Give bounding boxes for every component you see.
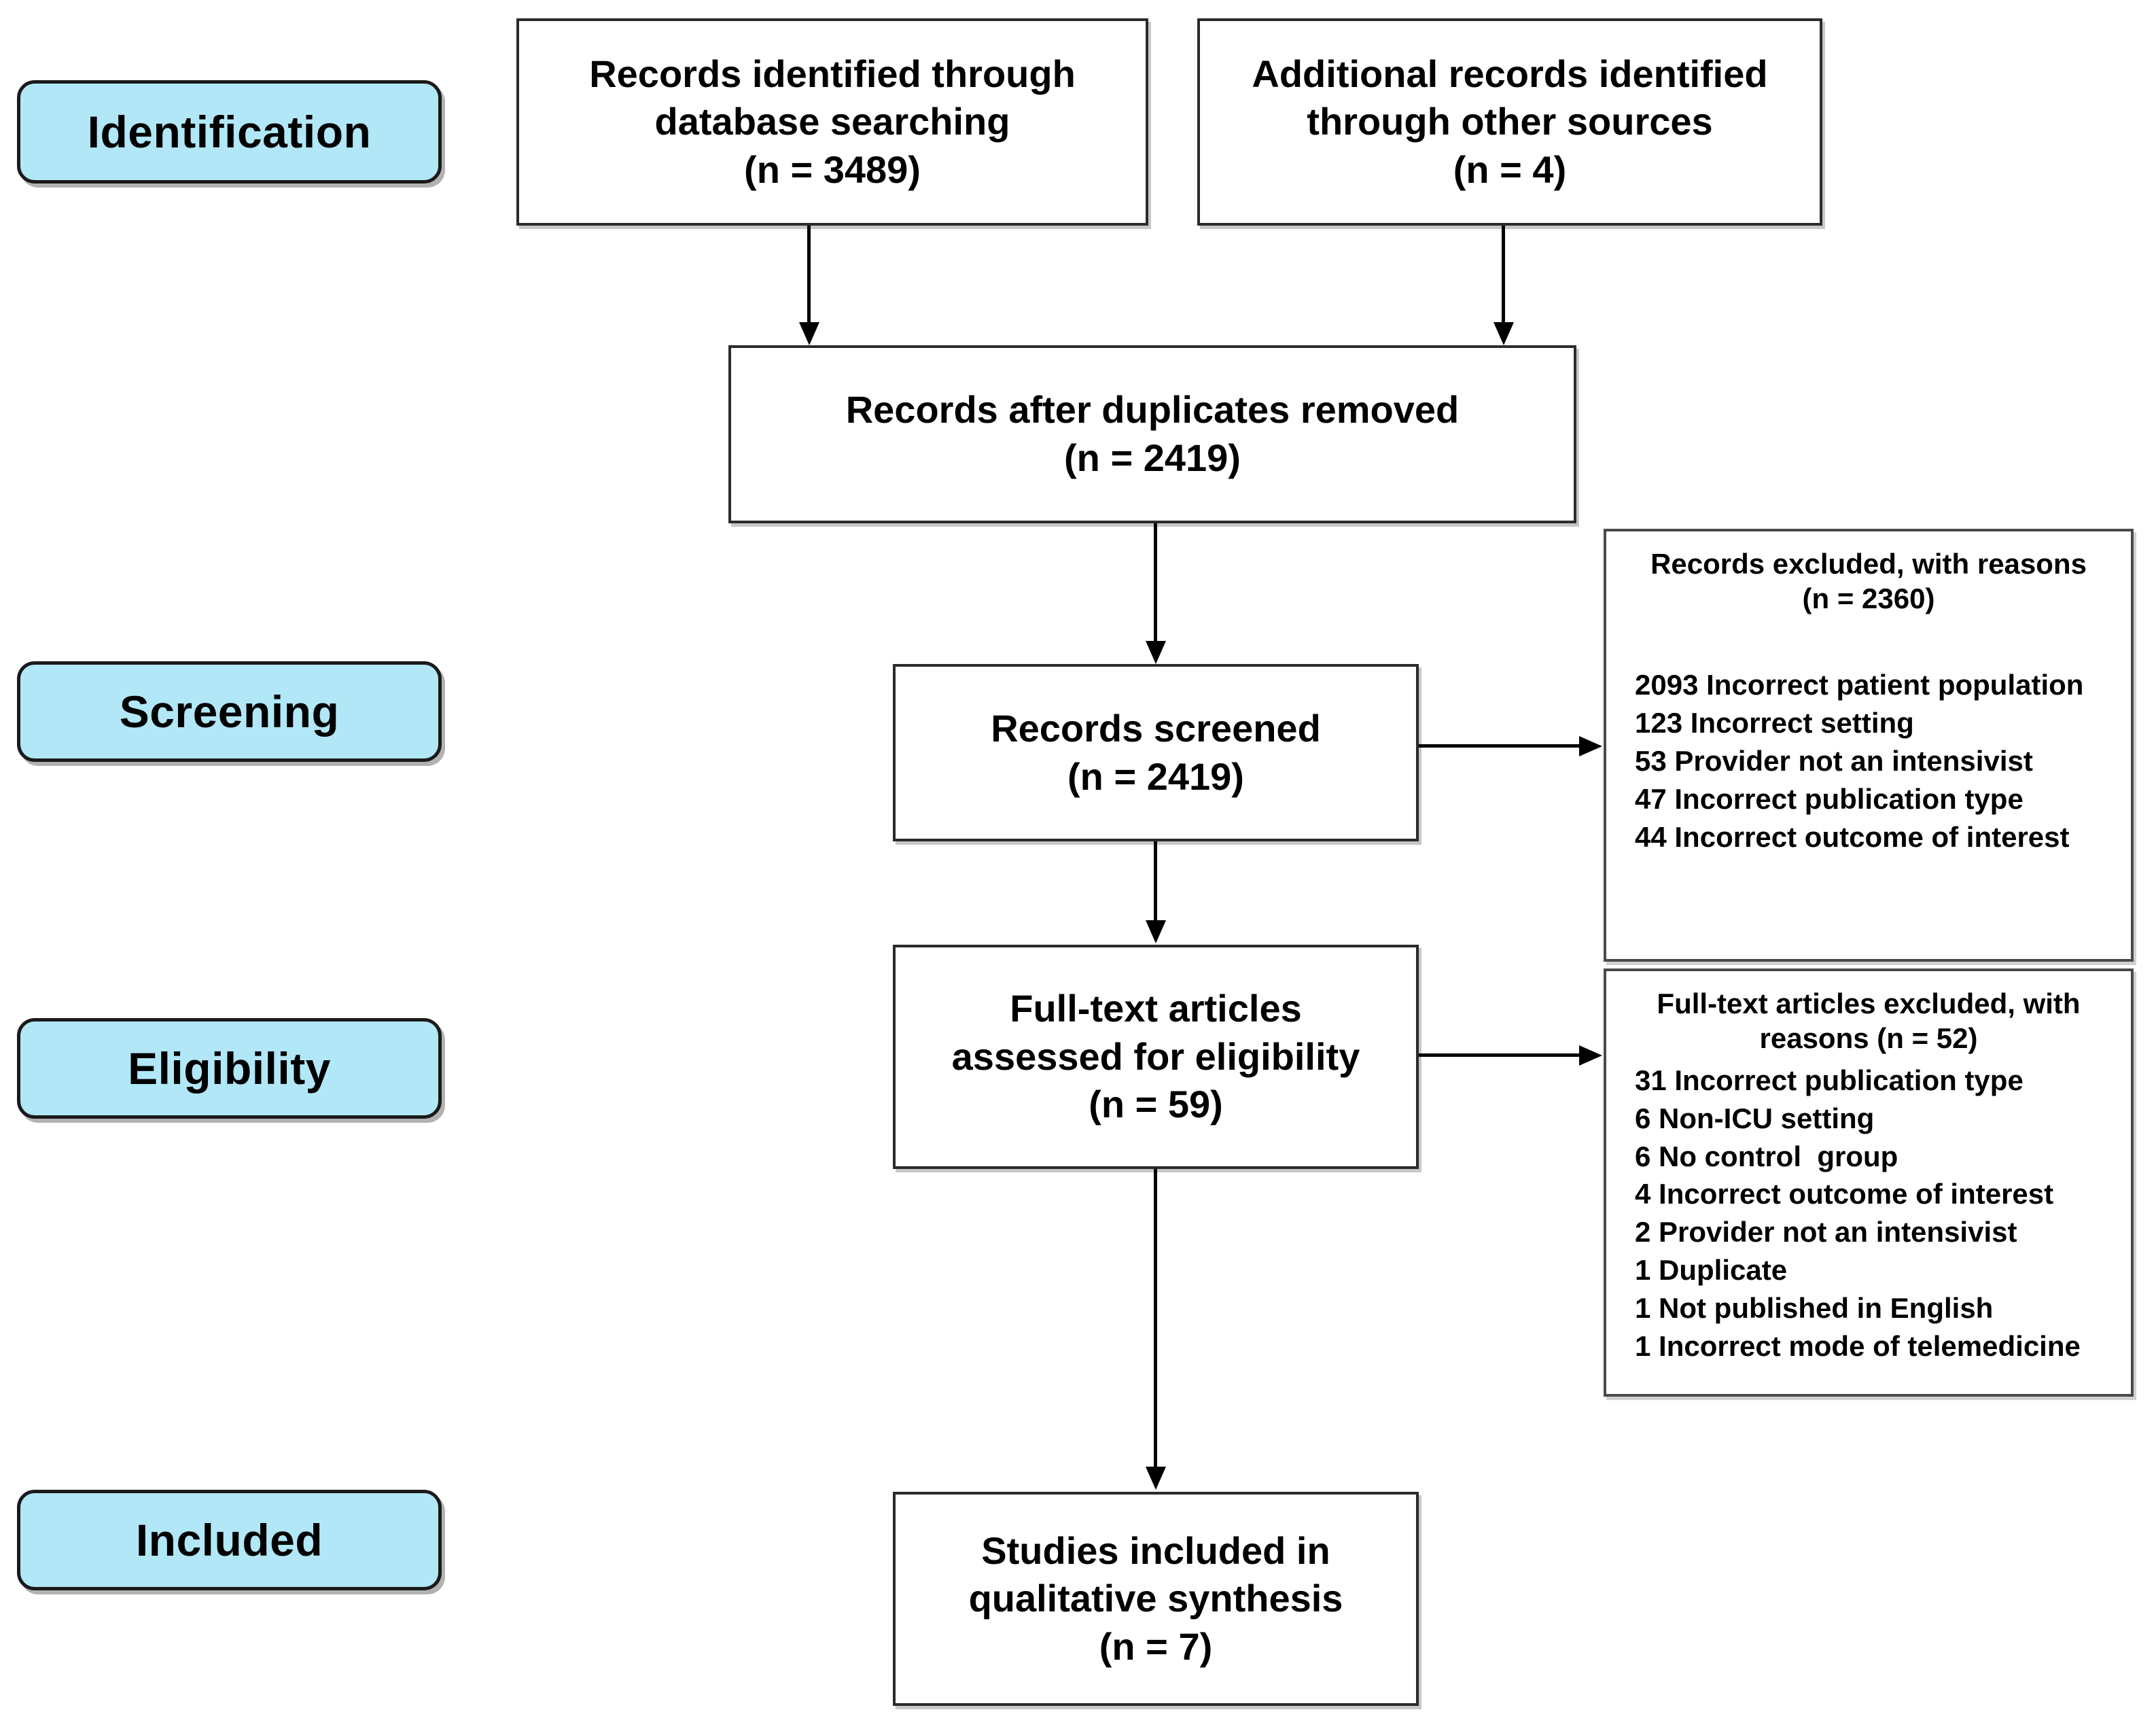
phase-label-included: Included xyxy=(17,1490,442,1590)
phase-label-screening: Screening xyxy=(17,661,442,762)
list-item: 6 Non-ICU setting xyxy=(1635,1102,1875,1134)
phase-label-eligibility: Eligibility xyxy=(17,1018,442,1119)
box-records-excluded-heading: Records excluded, with reasons (n = 2360… xyxy=(1650,548,2087,615)
list-item: 31 Incorrect publication type xyxy=(1635,1064,2024,1096)
box-records-screened: Records screened (n = 2419) xyxy=(893,664,1419,841)
phase-label-eligibility-text: Eligibility xyxy=(128,1043,331,1094)
connector-screened-to-excluded xyxy=(1419,744,1580,748)
fulltext-excluded-reason-list: 31 Incorrect publication type 6 Non-ICU … xyxy=(1606,1055,2131,1394)
box-fulltext-excluded: Full-text articles excluded, with reason… xyxy=(1604,968,2134,1397)
connector-fulltext-to-excluded xyxy=(1419,1053,1580,1057)
arrowhead-duplicates-to-screened xyxy=(1146,641,1166,664)
arrowhead-fulltext-to-included xyxy=(1146,1467,1166,1490)
box-database-search-text: Records identified through database sear… xyxy=(589,52,1076,191)
connector-other-to-duplicates xyxy=(1502,226,1505,325)
phase-label-identification: Identification xyxy=(17,80,442,184)
box-studies-included: Studies included in qualitative synthesi… xyxy=(893,1492,1419,1706)
list-item: 1 Duplicate xyxy=(1635,1254,1788,1287)
box-fulltext-assessed-text: Full-text articles assessed for eligibil… xyxy=(951,987,1360,1126)
phase-label-included-text: Included xyxy=(135,1515,323,1565)
arrowhead-screened-to-excluded xyxy=(1579,736,1602,756)
box-fulltext-assessed: Full-text articles assessed for eligibil… xyxy=(893,945,1419,1169)
connector-duplicates-to-screened xyxy=(1154,523,1157,642)
box-records-screened-text: Records screened (n = 2419) xyxy=(991,706,1321,798)
box-studies-included-text: Studies included in qualitative synthesi… xyxy=(968,1529,1343,1668)
box-other-sources-text: Additional records identified through ot… xyxy=(1252,52,1768,191)
list-item: 2 Provider not an intensivist xyxy=(1635,1216,2017,1248)
connector-fulltext-to-included xyxy=(1154,1169,1157,1468)
box-duplicates-removed: Records after duplicates removed (n = 24… xyxy=(728,345,1576,523)
list-item: 123 Incorrect setting xyxy=(1635,706,1914,739)
arrowhead-screened-to-fulltext xyxy=(1146,920,1166,943)
phase-label-identification-text: Identification xyxy=(87,107,372,157)
list-item: 47 Incorrect publication type xyxy=(1635,782,2024,815)
box-database-search: Records identified through database sear… xyxy=(516,18,1148,226)
list-item: 1 Incorrect mode of telemedicine xyxy=(1635,1329,2081,1362)
list-item: 44 Incorrect outcome of interest xyxy=(1635,820,2070,853)
list-item: 6 No control group xyxy=(1635,1140,1898,1172)
phase-label-screening-text: Screening xyxy=(119,686,340,737)
box-fulltext-excluded-heading: Full-text articles excluded, with reason… xyxy=(1657,988,2081,1055)
connector-screened-to-fulltext xyxy=(1154,841,1157,922)
arrowhead-database-to-duplicates xyxy=(799,322,819,345)
connector-database-to-duplicates xyxy=(807,226,811,325)
arrowhead-other-to-duplicates xyxy=(1494,322,1514,345)
list-item: 2093 Incorrect patient population xyxy=(1635,669,2084,701)
list-item: 1 Not published in English xyxy=(1635,1291,1994,1324)
box-duplicates-removed-text: Records after duplicates removed (n = 24… xyxy=(845,388,1460,479)
records-excluded-reason-list: 2093 Incorrect patient population 123 In… xyxy=(1606,616,2131,959)
list-item: 53 Provider not an intensivist xyxy=(1635,744,2033,777)
box-records-excluded: Records excluded, with reasons (n = 2360… xyxy=(1604,529,2134,962)
arrowhead-fulltext-to-excluded xyxy=(1579,1045,1602,1066)
box-other-sources: Additional records identified through ot… xyxy=(1197,18,1822,226)
list-item: 4 Incorrect outcome of interest xyxy=(1635,1178,2054,1210)
